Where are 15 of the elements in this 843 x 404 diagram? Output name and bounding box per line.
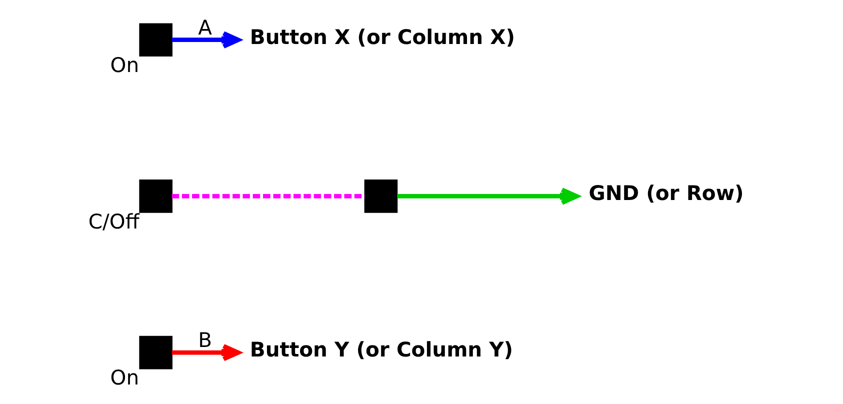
node-box bbox=[139, 336, 172, 370]
node-text: Button Y (or Column Y) bbox=[250, 337, 514, 362]
node-label: On bbox=[110, 366, 140, 390]
node-box bbox=[139, 23, 172, 56]
edge-label: A bbox=[198, 15, 212, 40]
node-text: Button X (or Column X) bbox=[250, 24, 515, 49]
node-label: C/Off bbox=[88, 209, 140, 234]
arrow bbox=[172, 344, 240, 362]
arrow bbox=[397, 188, 579, 205]
node-text: GND (or Row) bbox=[588, 181, 744, 206]
edge-label: B bbox=[198, 328, 212, 352]
node-label: On bbox=[110, 52, 140, 77]
node-box bbox=[139, 180, 172, 213]
arrow bbox=[172, 31, 240, 49]
node-box bbox=[364, 180, 398, 213]
